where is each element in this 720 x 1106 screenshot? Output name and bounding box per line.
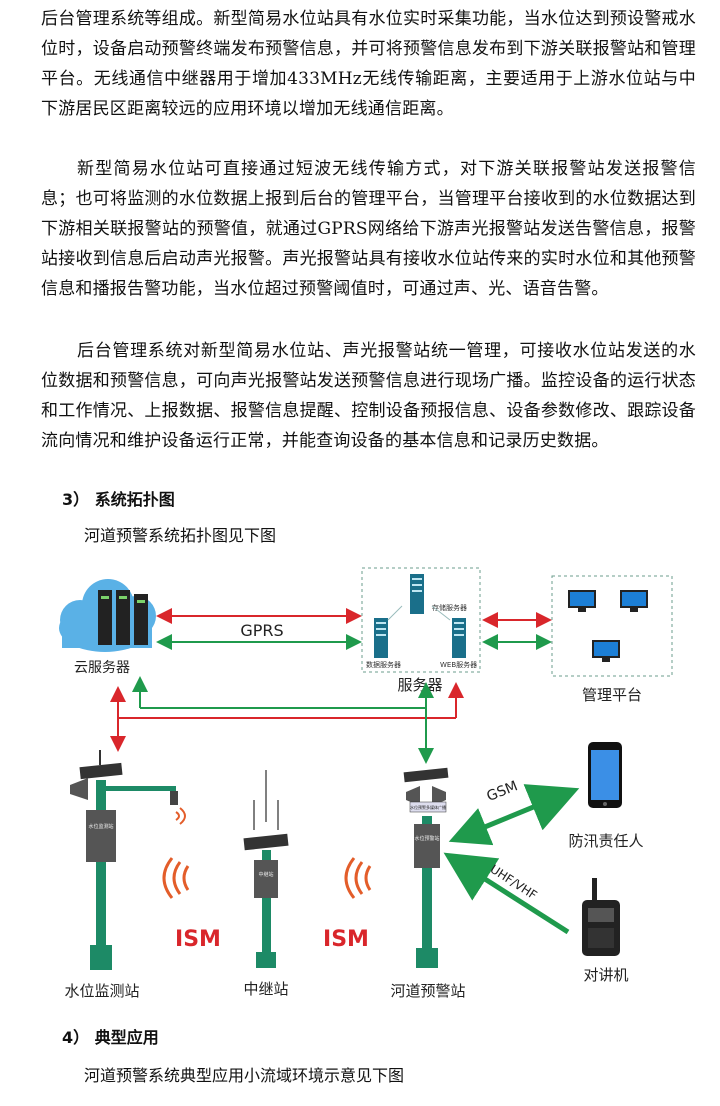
section-heading-topology: 3） 系统拓扑图 <box>62 490 175 509</box>
person-label: 防汛责任人 <box>568 832 643 850</box>
gsm-label: GSM <box>485 778 521 805</box>
mgmt-label: 管理平台 <box>582 686 642 704</box>
application-caption: 河道预警系统典型应用小流域环境示意见下图 <box>84 1066 405 1085</box>
signal-icon <box>175 807 186 825</box>
walkie-label: 对讲机 <box>583 966 628 984</box>
storage-server-label: 存储服务器 <box>432 603 467 612</box>
cloud-server-icon <box>59 579 156 652</box>
phone-icon <box>588 742 622 808</box>
web-server-icon <box>452 618 466 658</box>
warning-station-label: 河道预警站 <box>390 982 465 1000</box>
web-server-label: WEB服务器 <box>440 660 477 669</box>
relay-station-label: 中继站 <box>243 980 288 998</box>
section-heading-application: 4） 典型应用 <box>62 1028 159 1047</box>
gprs-label: GPRS <box>240 621 283 640</box>
server-group-frame <box>361 567 481 673</box>
cloud-server-label: 云服务器 <box>74 660 130 676</box>
monitor-icon <box>568 590 648 662</box>
speaker-banner-text: 水位预警多媒体广播 <box>410 804 446 810</box>
storage-server-icon <box>410 574 424 614</box>
topology-diagram: 云服务器 GPRS 存储服务器 数据服务器 WEB服务器 服务器 管 <box>59 567 673 1000</box>
gsm-arrow <box>448 784 580 846</box>
relay-pole-box-text: 中继站 <box>258 871 273 878</box>
walkie-talkie-icon <box>582 878 620 956</box>
topology-caption: 河道预警系统拓扑图见下图 <box>84 526 277 545</box>
paragraph-2: 新型简易水位站可直接通过短波无线传输方式，对下游关联报警站发送报警信息；也可将监… <box>41 159 696 299</box>
server-group-label: 服务器 <box>397 676 442 694</box>
water-pole-box-text: 水位监测站 <box>88 823 113 830</box>
uhf-arrow <box>443 852 570 935</box>
water-station-pole: 水位监测站 <box>70 750 178 970</box>
paragraph-1: 后台管理系统等组成。新型简易水位站具有水位实时采集功能，当水位达到预设警戒水位时… <box>41 9 696 119</box>
radio-wave-icon <box>162 857 190 899</box>
water-station-label: 水位监测站 <box>64 982 139 1000</box>
mgmt-frame <box>551 575 673 677</box>
ism-left-label: ISM <box>175 927 221 952</box>
data-server-label: 数据服务器 <box>366 660 401 669</box>
warning-pole-box-text: 水位预警站 <box>414 835 439 842</box>
relay-station-pole: 中继站 <box>243 770 289 968</box>
paragraph-3: 后台管理系统对新型简易水位站、声光报警站统一管理，可接收水位站发送的水位数据和预… <box>41 341 696 451</box>
ism-right-label: ISM <box>323 927 369 952</box>
data-server-icon <box>374 618 388 658</box>
warning-station-pole: 水位预警多媒体广播 水位预警站 <box>403 767 449 968</box>
radio-wave-icon-right <box>344 857 372 899</box>
